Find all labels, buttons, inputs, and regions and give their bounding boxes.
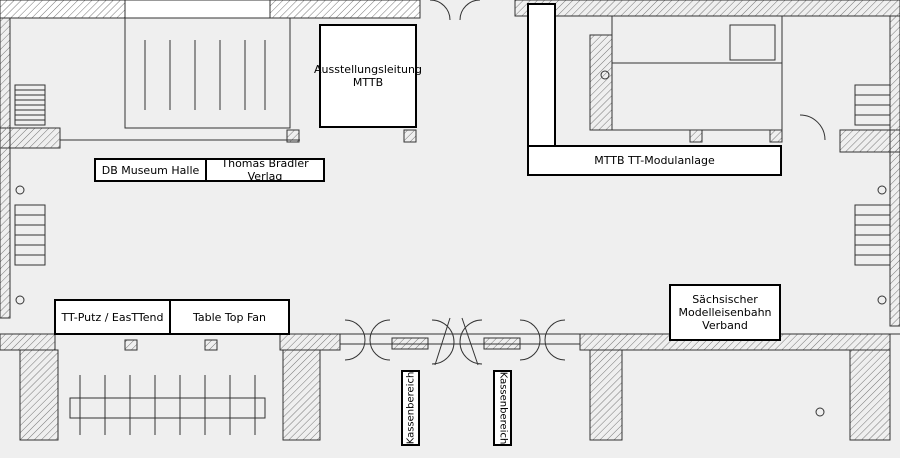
interior-lines xyxy=(0,0,900,435)
booth-db-museum: DB Museum Halle xyxy=(94,158,207,182)
booth-kasse-left: Kassenbereich xyxy=(401,370,420,446)
booth-ausstellungsleitung: Ausstellungsleitung MTTB xyxy=(314,24,422,128)
booth-kasse-right: Kassenbereich xyxy=(493,370,512,446)
booth-label: Modelleisenbahn xyxy=(678,306,772,319)
booth-label: Ausstellungsleitung xyxy=(314,63,422,76)
booth-label: Sächsischer xyxy=(692,293,758,306)
booth-tt-putz: TT-Putz / EasTTend xyxy=(54,299,171,335)
booth-label: MTTB TT-Modulanlage xyxy=(594,154,715,167)
walls xyxy=(0,0,900,441)
booth-smv: Sächsischer Modelleisenbahn Verband xyxy=(669,284,781,341)
booth-bradler: Thomas Bradler Verlag xyxy=(205,157,325,183)
booth-label: Kassenbereich xyxy=(497,371,508,445)
booth-label: Table Top Fan xyxy=(192,310,267,324)
booth-label: Kassenbereich xyxy=(405,371,416,445)
booth-label: Thomas Bradler Verlag xyxy=(221,157,309,183)
booth-label: MTTB xyxy=(352,76,384,89)
booth-mttb-modulanlage: MTTB TT-Modulanlage xyxy=(527,145,782,176)
booth-label: TT-Putz / EasTTend xyxy=(61,310,164,324)
booth-table-top-fan: Table Top Fan xyxy=(169,299,290,335)
booth-label: Verband xyxy=(702,319,748,332)
booth-label: DB Museum Halle xyxy=(101,163,200,177)
